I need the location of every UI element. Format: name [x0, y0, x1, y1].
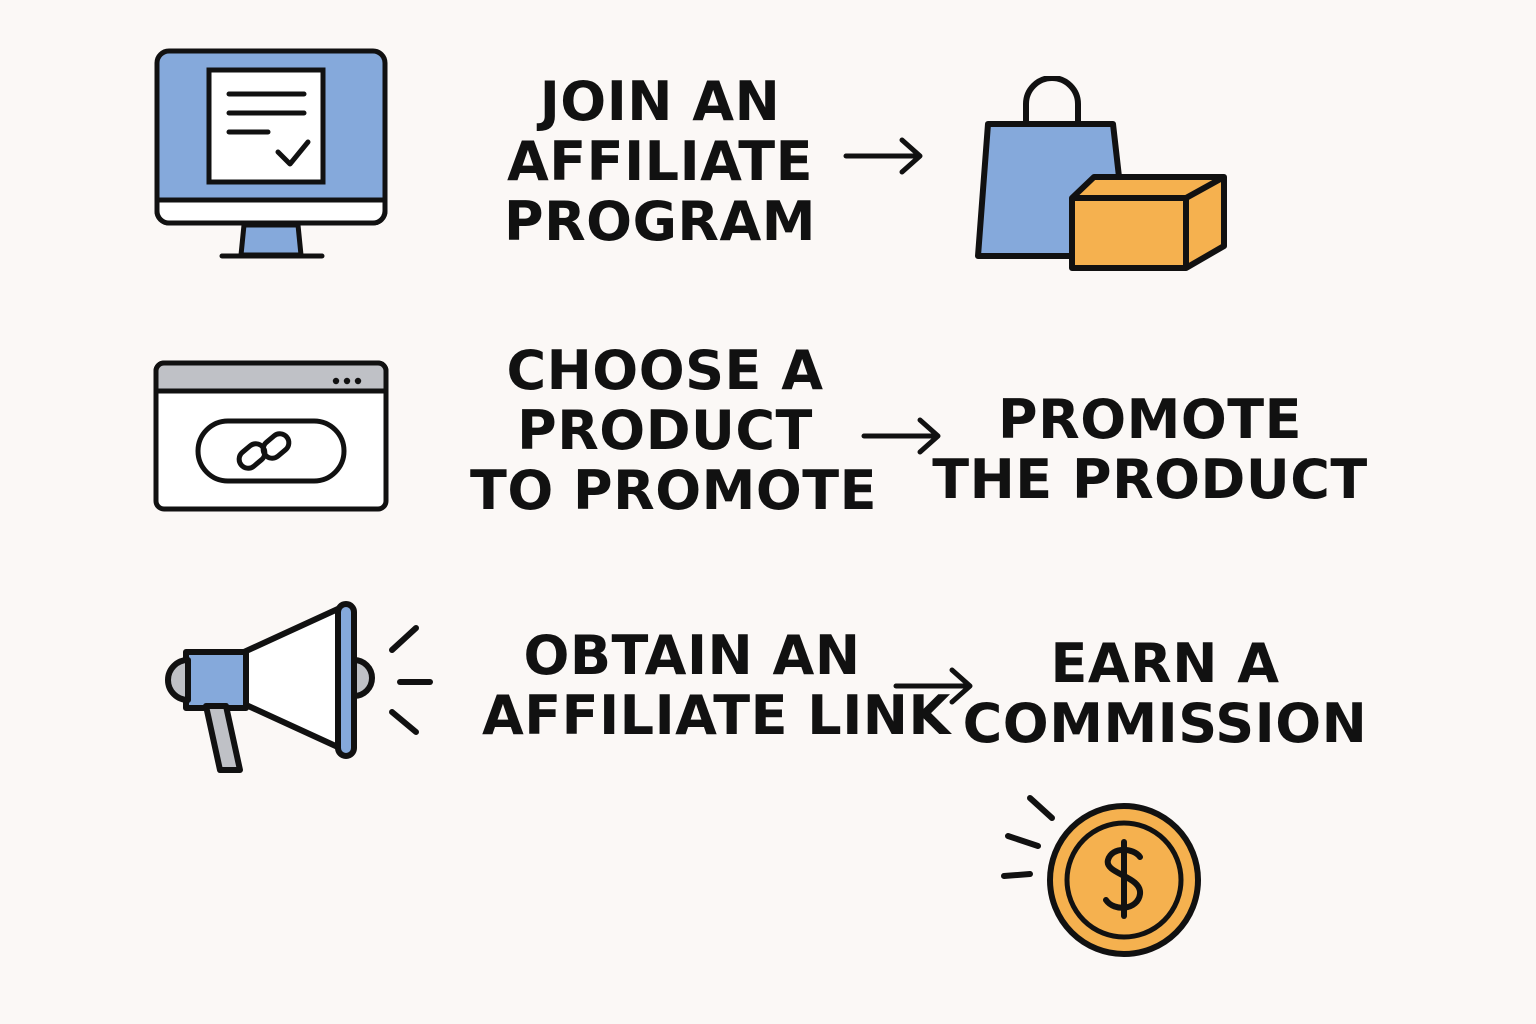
right-arrow-icon: [861, 417, 941, 455]
right-arrow-icon: [843, 137, 923, 175]
dollar-coin-icon: [1001, 795, 1201, 957]
right-arrow-icon: [893, 667, 973, 705]
browser-link-icon: [153, 360, 389, 512]
step-obtain-affiliate-link: OBTAIN AN AFFILIATE LINK: [482, 624, 951, 747]
shopping-bag-box-icon: [975, 76, 1227, 271]
computer-checklist-icon: [154, 48, 388, 259]
megaphone-icon: [165, 601, 433, 773]
step-promote-product: PROMOTE THE PRODUCT: [932, 388, 1368, 511]
step-earn-commission: EARN A COMMISSION: [962, 632, 1368, 755]
step-choose-product: CHOOSE A PRODUCT TO PROMOTE: [470, 339, 877, 522]
step-join-affiliate-program: JOIN AN AFFILIATE PROGRAM: [504, 70, 816, 253]
